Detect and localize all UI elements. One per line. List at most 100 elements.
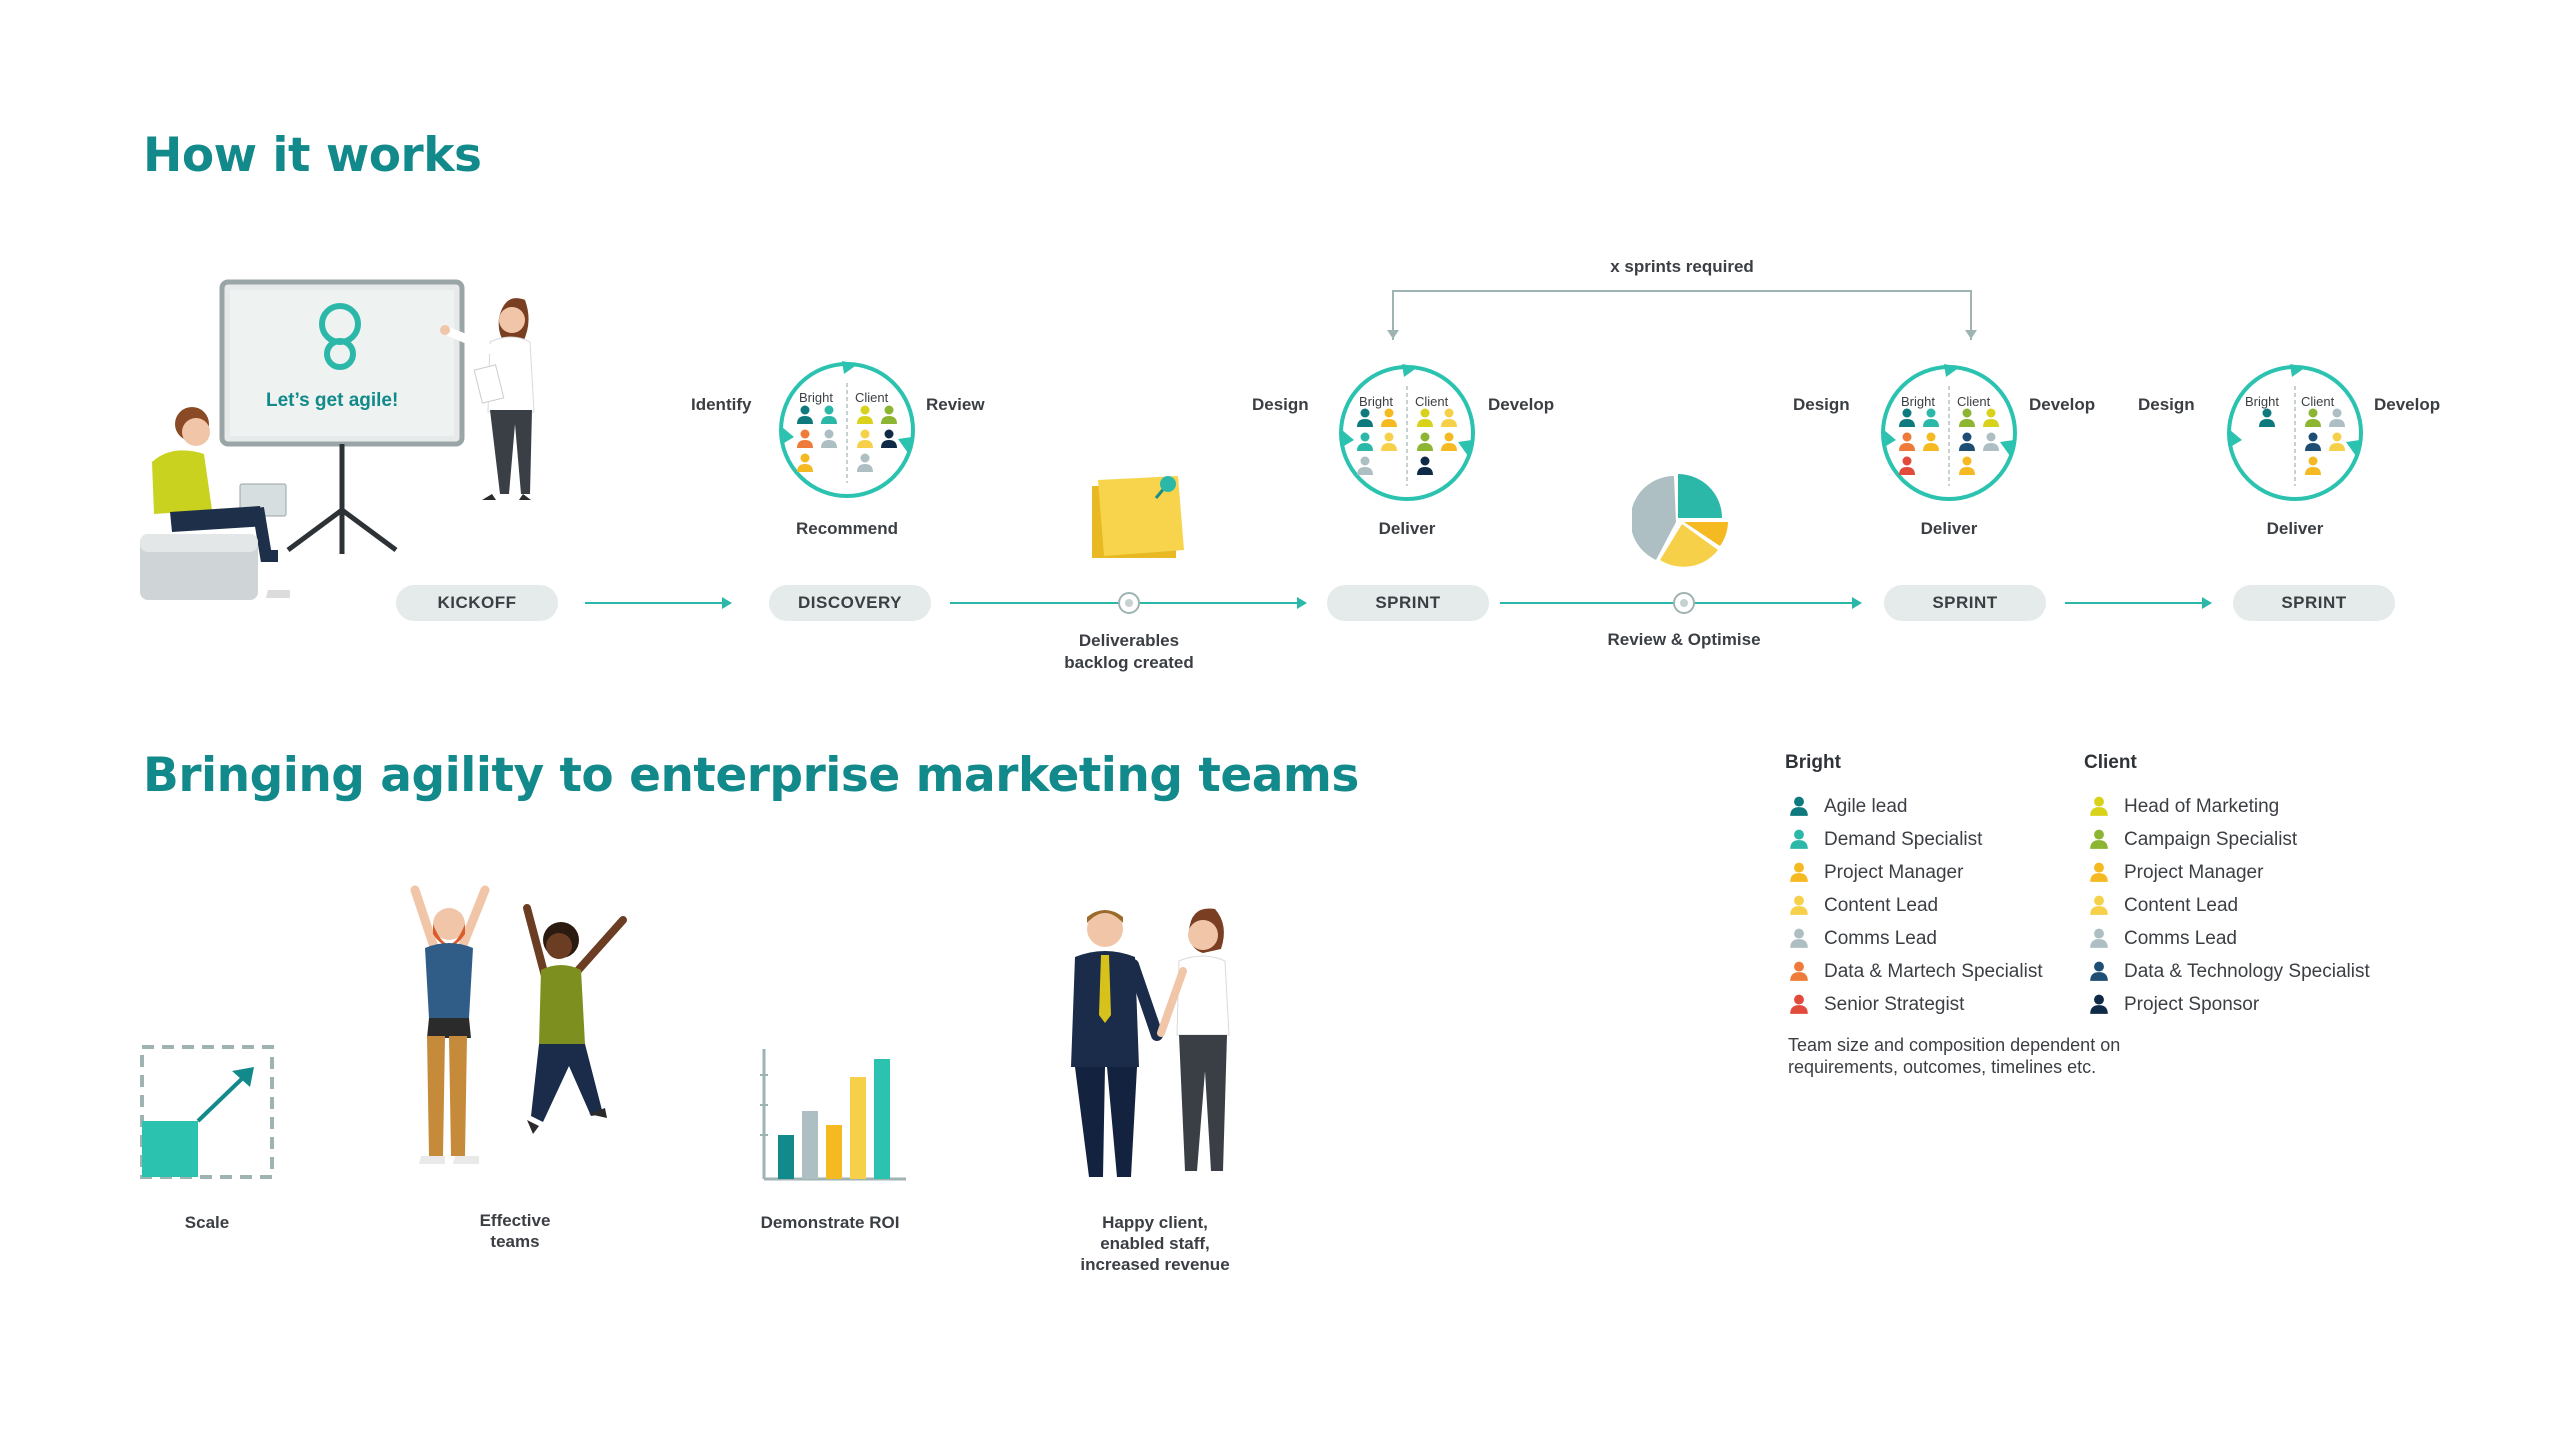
team-member-icon xyxy=(1357,432,1373,451)
sprint3-develop-label: Develop xyxy=(2374,395,2441,414)
team-member-icon xyxy=(1417,432,1433,451)
person-icon xyxy=(2088,993,2110,1025)
person-icon xyxy=(1790,829,1808,849)
backlog-label: Deliverables backlog created xyxy=(1029,630,1229,674)
team-member-icon xyxy=(797,429,813,448)
sprint3-deliver-label: Deliver xyxy=(2266,519,2324,538)
person-icon xyxy=(2090,994,2108,1014)
legend-item-label: Agile lead xyxy=(1824,796,1908,817)
person-icon xyxy=(2090,829,2108,849)
sprint3-design-label: Design xyxy=(2138,395,2195,414)
cycle-sprint-3 xyxy=(2220,358,2370,508)
stage-sprint-3[interactable]: SPRINT xyxy=(2233,585,2395,621)
cycle-sprint-2-icon xyxy=(1881,364,2017,501)
team-member-icon xyxy=(1983,408,1999,427)
person-icon xyxy=(1790,895,1808,915)
team-member-icon xyxy=(857,453,873,472)
legend-item: Head of Marketing xyxy=(2088,792,2279,822)
person-icon xyxy=(1790,961,1808,981)
bar-chart-icon xyxy=(760,1049,906,1181)
stage-discovery[interactable]: DISCOVERY xyxy=(769,585,931,621)
scale-icon xyxy=(140,1045,274,1179)
team-member-icon xyxy=(1381,408,1397,427)
team-member-icon xyxy=(1381,432,1397,451)
cycle-arrow-icon xyxy=(2000,440,2014,456)
benefit-scale-label: Scale xyxy=(184,1213,230,1232)
team-member-icon xyxy=(821,429,837,448)
team-member-icon xyxy=(881,405,897,424)
legend-item-label: Comms Lead xyxy=(1824,928,1937,949)
person-icon xyxy=(1788,960,1810,992)
identify-label: Identify xyxy=(691,395,752,414)
cycle-discovery xyxy=(772,355,922,505)
person-icon xyxy=(2090,928,2108,948)
legend-note-line2: requirements, outcomes, timelines etc. xyxy=(1788,1057,2097,1077)
legend-bright-title: Bright xyxy=(1785,752,1841,773)
team-member-icon xyxy=(821,405,837,424)
benefit-effective-label: Effective teams xyxy=(445,1210,585,1252)
person-icon xyxy=(1788,894,1810,926)
cycle-arrow-icon xyxy=(1402,364,1418,377)
cycle-arrow-icon xyxy=(1884,430,1896,446)
person-icon xyxy=(1788,927,1810,959)
person-icon xyxy=(2088,795,2110,827)
backlog-label-line1: Deliverables xyxy=(1078,631,1180,650)
sprint1-client-header: Client xyxy=(1415,394,1449,409)
team-member-icon xyxy=(1441,408,1457,427)
sticky-note-icon xyxy=(1092,476,1184,558)
legend-note: Team size and composition dependent on r… xyxy=(1788,1034,2120,1078)
cycle-arrow-icon xyxy=(2346,440,2360,456)
legend-item-label: Campaign Specialist xyxy=(2124,829,2298,850)
stage-sprint-2[interactable]: SPRINT xyxy=(1884,585,2046,621)
team-member-icon xyxy=(1441,432,1457,451)
roi-illustration xyxy=(760,1045,910,1185)
benefit-effective-line2: teams xyxy=(490,1232,540,1251)
sprint2-client-header: Client xyxy=(1957,394,1991,409)
legend-item-label: Comms Lead xyxy=(2124,928,2237,949)
discovery-bright-header: Bright xyxy=(799,390,833,405)
person-icon xyxy=(2088,861,2110,893)
sprint1-deliver-label: Deliver xyxy=(1378,519,1436,538)
sprint2-deliver-label: Deliver xyxy=(1920,519,1978,538)
legend-item: Data & Martech Specialist xyxy=(1788,957,2043,987)
arrow-sprint-sprint-2 xyxy=(2065,597,2212,609)
review-label: Review xyxy=(926,395,985,414)
cycle-sprint-2 xyxy=(1874,358,2024,508)
pie-chart-icon xyxy=(1630,474,1728,567)
milestone-node-review xyxy=(1673,592,1695,614)
cycle-arrow-icon xyxy=(1458,440,1472,456)
team-member-icon xyxy=(881,429,897,448)
team-member-icon xyxy=(1899,432,1915,451)
legend-item: Comms Lead xyxy=(2088,924,2237,954)
team-member-icon xyxy=(2305,408,2321,427)
arrow-kickoff-discovery xyxy=(585,597,732,609)
benefit-effective-line1: Effective xyxy=(479,1211,551,1230)
sprints-bracket xyxy=(1392,290,1972,340)
handshake-people-icon xyxy=(1071,908,1230,1177)
legend-client-title: Client xyxy=(2084,752,2137,773)
team-member-icon xyxy=(2305,432,2321,451)
cycle-sprint-3-icon xyxy=(2227,364,2363,501)
cycle-arrow-icon xyxy=(898,437,912,453)
person-icon xyxy=(1790,928,1808,948)
team-member-icon xyxy=(2329,408,2345,427)
benefit-happy-label: Happy client, enabled staff, increased r… xyxy=(1035,1212,1275,1275)
team-member-icon xyxy=(797,453,813,472)
legend-item-label: Content Lead xyxy=(2124,895,2239,916)
team-member-icon xyxy=(1417,456,1433,475)
benefit-happy-line2: enabled staff, xyxy=(1100,1234,1210,1253)
stage-kickoff[interactable]: KICKOFF xyxy=(396,585,558,621)
sprint1-bright-header: Bright xyxy=(1359,394,1393,409)
person-icon xyxy=(1788,795,1810,827)
section-title-bringing-agility: Bringing agility to enterprise marketing… xyxy=(143,748,1359,803)
discovery-client-header: Client xyxy=(855,390,889,405)
legend-item: Demand Specialist xyxy=(1788,825,1982,855)
kickoff-illustration xyxy=(140,272,560,612)
benefit-happy-line3: increased revenue xyxy=(1080,1255,1230,1274)
team-member-icon xyxy=(1923,408,1939,427)
legend-item-label: Senior Strategist xyxy=(1824,994,1965,1015)
sticky-note-illustration xyxy=(1088,472,1188,562)
cycle-discovery-icon xyxy=(779,361,915,498)
bracket-arrow-left xyxy=(1387,330,1399,339)
stage-sprint-1[interactable]: SPRINT xyxy=(1327,585,1489,621)
